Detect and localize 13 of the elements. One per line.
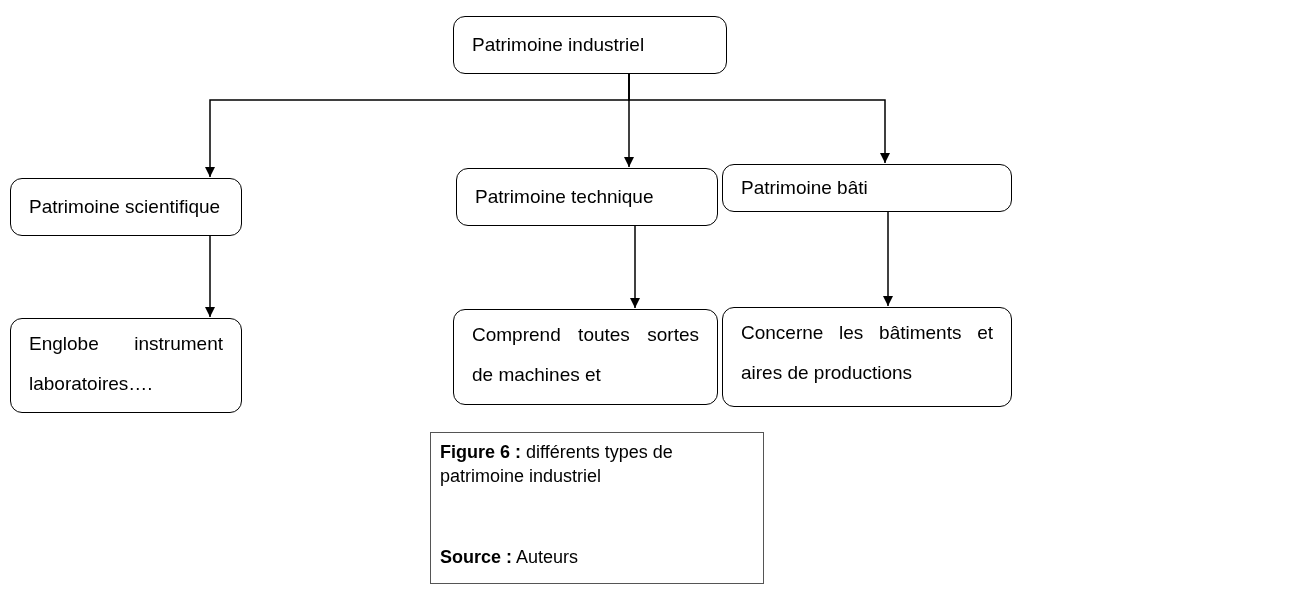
- arrow: [628, 73, 891, 164]
- description-box: Englobe instrument laboratoires….: [10, 318, 242, 413]
- description-box: Concerne les bâtiments et aires de productions: [722, 307, 1012, 407]
- arrow: [204, 235, 216, 318]
- arrow: [882, 211, 894, 307]
- category-box: Patrimoine technique: [456, 168, 718, 226]
- category-box: Patrimoine industriel: [453, 16, 727, 74]
- category-box: Patrimoine scientifique: [10, 178, 242, 236]
- description-box: Comprend toutes sortes de machines et: [453, 309, 718, 405]
- source-note: Source : Auteurs: [440, 546, 579, 569]
- figure-caption: Figure 6 : différents types de patrimoine industriel: [440, 441, 674, 488]
- category-box: Patrimoine bâti: [722, 164, 1012, 212]
- arrow: [629, 225, 641, 309]
